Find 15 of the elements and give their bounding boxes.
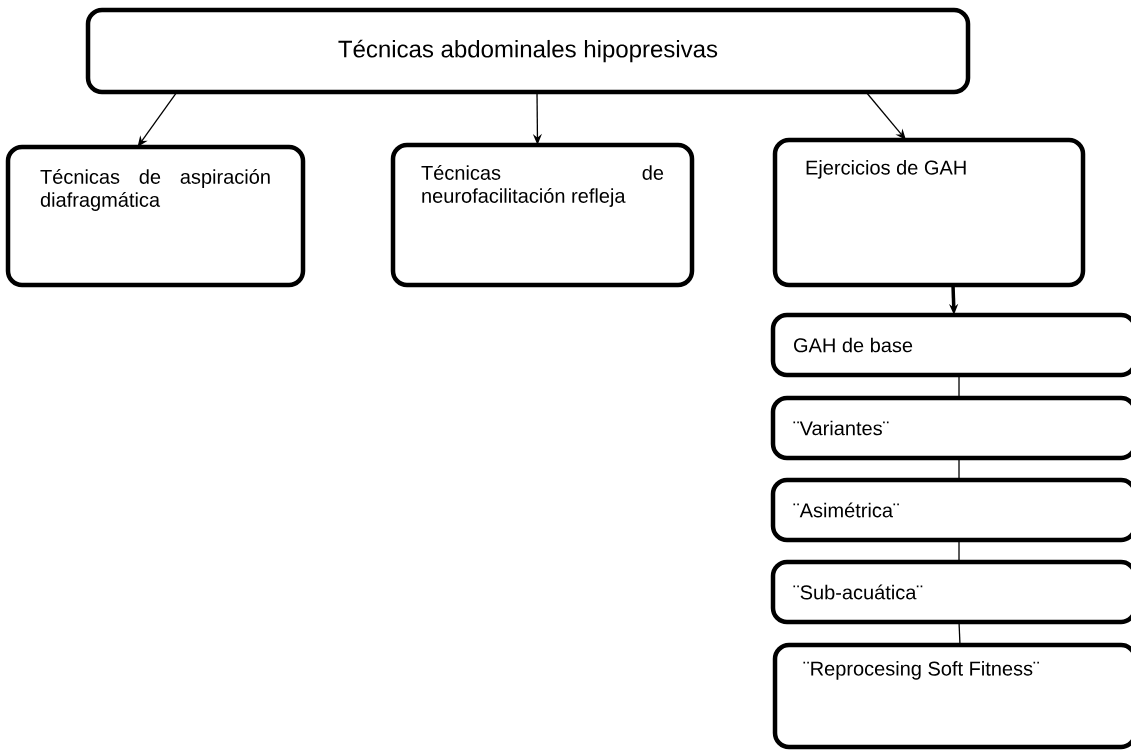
connector-line bbox=[958, 457, 960, 481]
process-box: ¨Sub-acuática¨ bbox=[770, 559, 1131, 625]
arrow bbox=[137, 91, 178, 147]
process-box: ¨Variantes¨ bbox=[770, 395, 1131, 461]
process-box: Ejercicios de GAH bbox=[772, 137, 1086, 288]
title-box: Técnicas abdominales hipopresivas bbox=[85, 7, 971, 95]
process-box: Técnicas de neurofacilitación refleja bbox=[390, 142, 695, 288]
connector-line bbox=[958, 621, 961, 646]
process-box: GAH de base bbox=[770, 312, 1131, 378]
process-box: ¨Asimétrica¨ bbox=[770, 477, 1131, 543]
process-box: ¨Reprocesing Soft Fitness¨ bbox=[772, 642, 1131, 750]
process-box: Técnicas de aspiración diafragmática bbox=[5, 144, 306, 288]
arrow bbox=[865, 91, 906, 140]
connector-line bbox=[958, 539, 960, 563]
connector-line bbox=[958, 374, 960, 399]
